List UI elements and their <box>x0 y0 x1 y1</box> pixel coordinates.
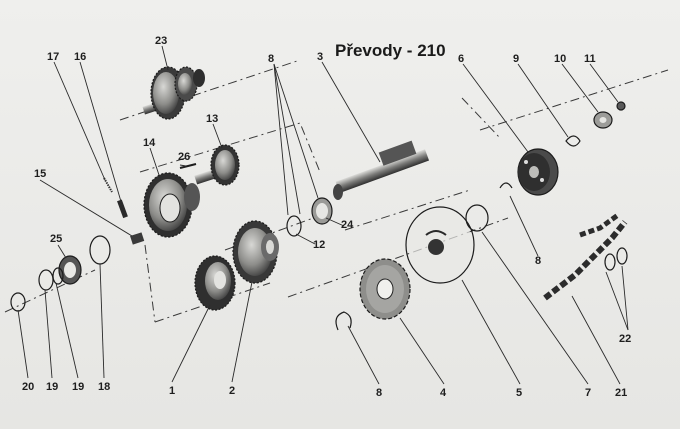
washer-7 <box>465 204 489 232</box>
gear-2 <box>232 220 279 284</box>
label-8-top: 8 <box>268 53 274 65</box>
gear-13 <box>194 144 240 186</box>
washer-19a <box>38 269 54 291</box>
label-3: 3 <box>317 51 323 63</box>
label-23: 23 <box>155 35 167 47</box>
label-14: 14 <box>143 137 156 149</box>
label-26: 26 <box>178 151 190 163</box>
label-15: 15 <box>34 168 46 180</box>
label-17: 17 <box>47 51 59 63</box>
label-11: 11 <box>584 53 596 65</box>
gear-1 <box>194 255 236 311</box>
label-6: 6 <box>458 53 464 65</box>
label-7: 7 <box>585 387 591 399</box>
label-8-bottom: 8 <box>376 387 382 399</box>
sprocket-4 <box>359 258 411 320</box>
key-15 <box>130 232 145 245</box>
label-25: 25 <box>50 233 62 245</box>
label-18: 18 <box>98 381 110 393</box>
label-21: 21 <box>615 387 627 399</box>
label-24: 24 <box>341 219 354 231</box>
pin-16 <box>117 199 128 219</box>
label-20: 20 <box>22 381 34 393</box>
part-labels: 23 17 16 15 14 13 26 8 3 6 9 10 11 25 20… <box>22 35 631 399</box>
circlip-8-bottom <box>335 311 352 331</box>
hub-6 <box>517 148 559 196</box>
main-shaft-3 <box>333 140 430 200</box>
bearing-25 <box>58 255 82 285</box>
page-title: Převody - 210 <box>335 41 446 60</box>
chain-21 <box>543 212 628 301</box>
label-10: 10 <box>554 53 566 65</box>
ring-20 <box>10 292 26 312</box>
spring-17 <box>103 177 113 193</box>
leader-lines <box>17 45 629 385</box>
label-4: 4 <box>440 387 447 399</box>
washer-18 <box>89 235 111 265</box>
nut-11 <box>616 101 626 111</box>
label-9: 9 <box>513 53 519 65</box>
label-19b: 19 <box>72 381 84 393</box>
washer-19b <box>52 267 64 285</box>
clip-9 <box>565 135 581 147</box>
circlip-8-right <box>499 182 513 189</box>
label-19a: 19 <box>46 381 58 393</box>
gear-cluster-23 <box>142 66 205 120</box>
label-2: 2 <box>229 385 235 397</box>
label-5: 5 <box>516 387 522 399</box>
bushing-24-bore <box>316 203 328 219</box>
label-12: 12 <box>313 239 325 251</box>
ring-12 <box>286 215 302 237</box>
disc-5 <box>405 206 475 284</box>
label-8-right: 8 <box>535 255 541 267</box>
gear-14 <box>143 172 200 238</box>
label-13: 13 <box>206 113 218 125</box>
pin-26 <box>179 163 197 169</box>
label-16: 16 <box>74 51 86 63</box>
label-22: 22 <box>619 333 631 345</box>
washer-10-hole <box>599 117 607 123</box>
label-1: 1 <box>169 385 175 397</box>
